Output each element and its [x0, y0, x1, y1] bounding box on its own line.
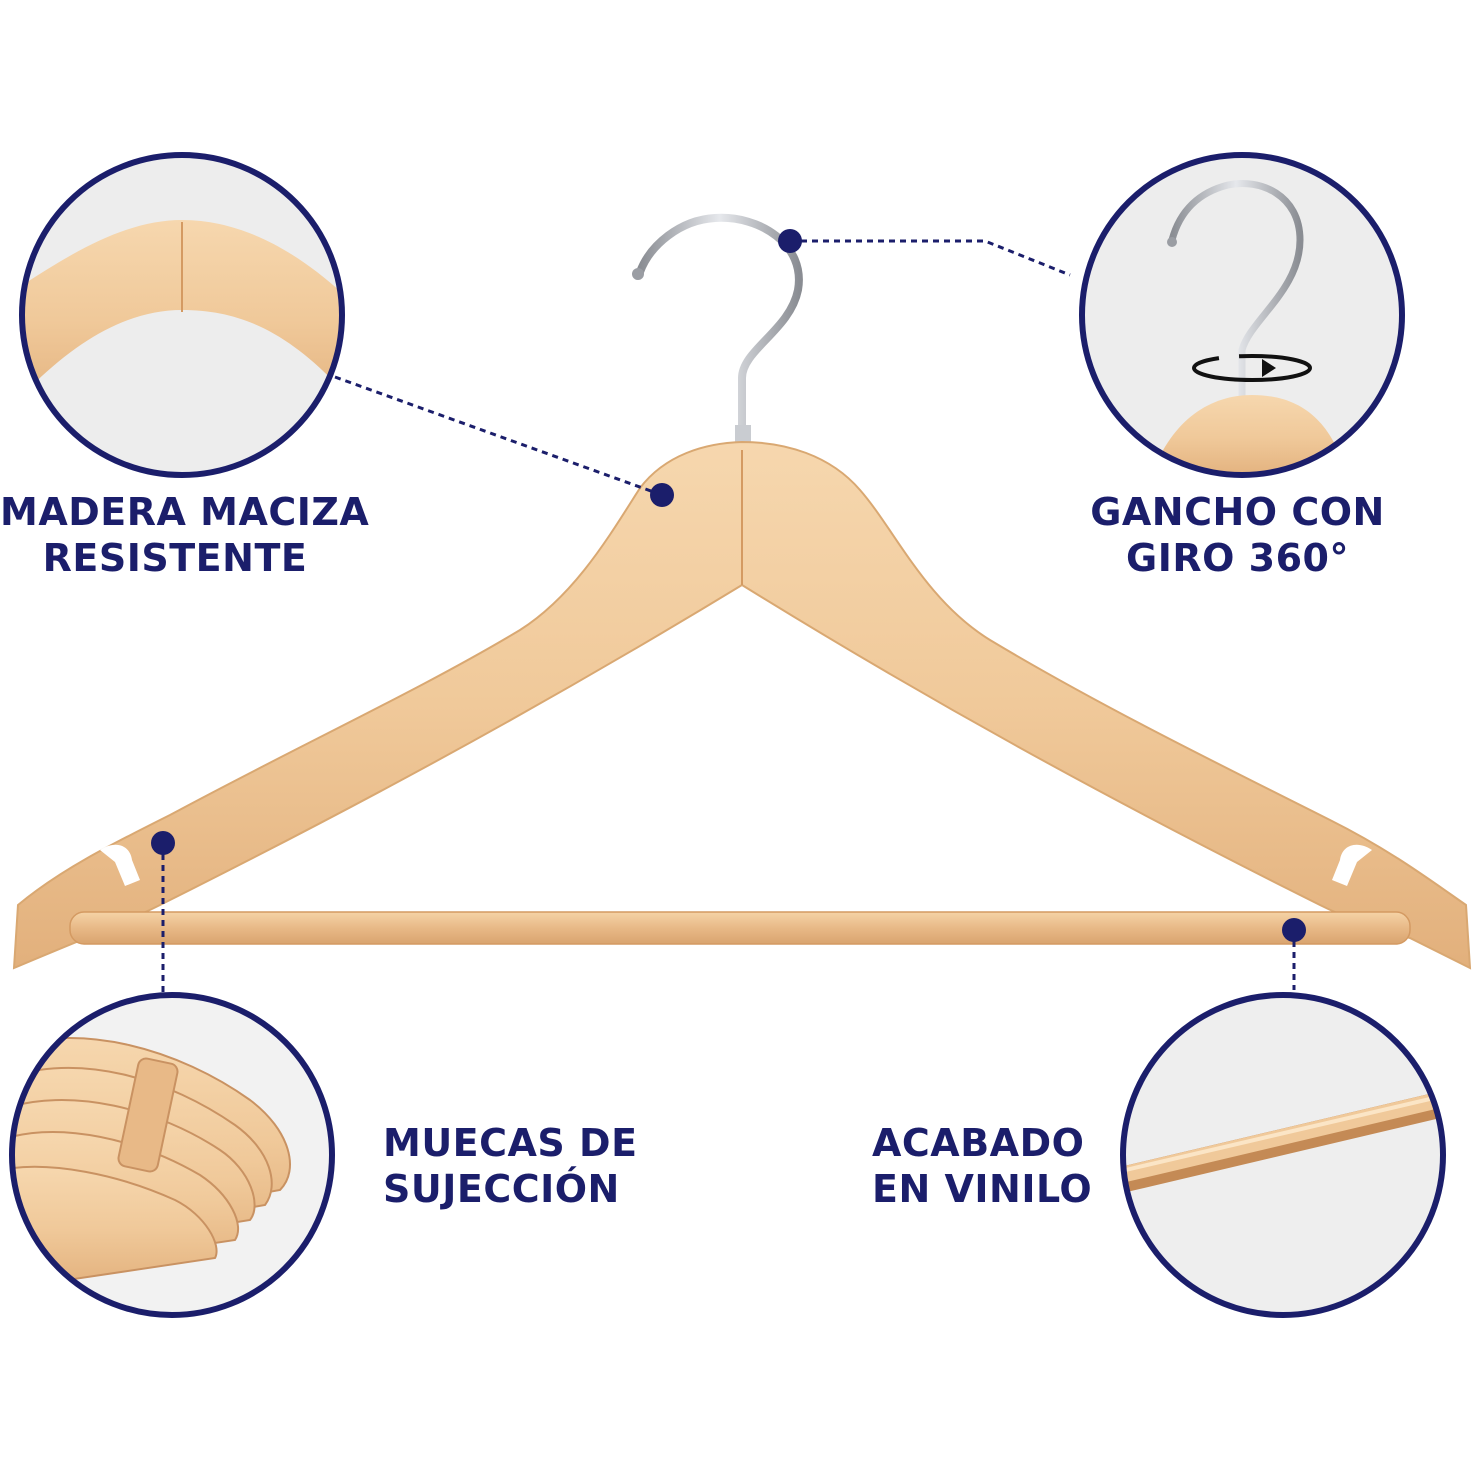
detail-circle-finish — [1120, 992, 1446, 1318]
label-notches-line2: SUJECCIÓN — [383, 1167, 620, 1211]
detail-circle-notches — [9, 992, 335, 1318]
detail-circle-wood — [19, 152, 345, 478]
callout-lines — [161, 239, 1296, 995]
label-swivel-hook-line1: GANCHO CON — [1090, 490, 1385, 534]
label-finish: ACABADO EN VINILO — [872, 1120, 1092, 1212]
callout-dots — [151, 229, 1306, 942]
label-swivel-hook-line2: GIRO 360° — [1126, 536, 1349, 580]
left-notch — [100, 844, 140, 886]
label-notches: MUECAS DE SUJECCIÓN — [383, 1120, 643, 1212]
detail-circle-hook — [1079, 152, 1405, 478]
label-swivel-hook: GANCHO CON GIRO 360° — [1085, 489, 1390, 581]
right-notch — [1332, 844, 1372, 886]
main-hook — [636, 213, 803, 444]
rotate-360-icon — [1192, 354, 1312, 382]
label-solid-wood-line2: RESISTENTE — [42, 536, 308, 580]
trouser-bar — [69, 911, 1411, 945]
label-solid-wood: MADERA MACIZA RESISTENTE — [0, 489, 370, 581]
label-notches-line1: MUECAS DE — [383, 1121, 638, 1165]
label-finish-line1: ACABADO — [872, 1121, 1085, 1165]
label-finish-line2: EN VINILO — [872, 1167, 1093, 1211]
label-solid-wood-line1: MADERA MACIZA — [0, 490, 370, 534]
main-hanger — [12, 213, 1472, 970]
